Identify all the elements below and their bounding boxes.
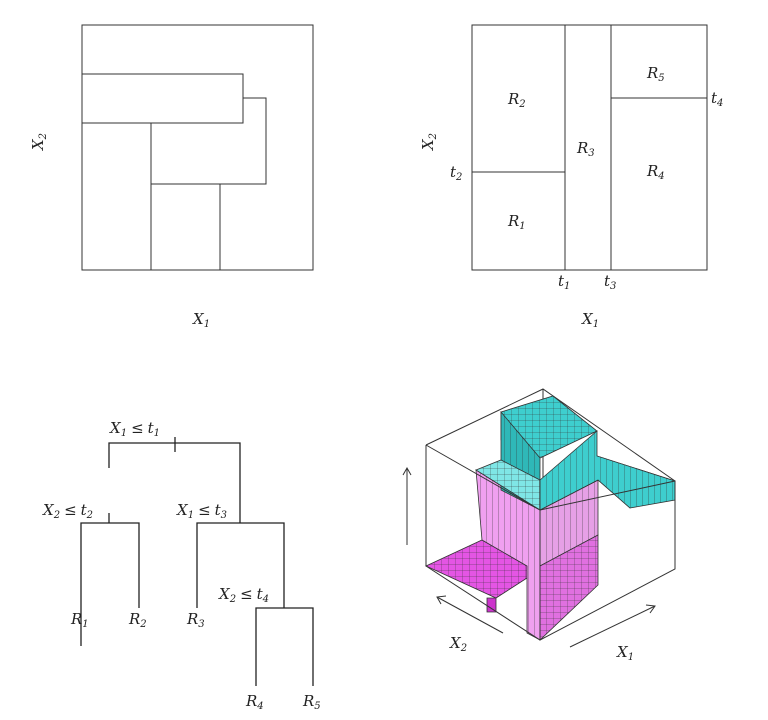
panel-a-frame	[81, 24, 314, 271]
tree-split-label-1: X1≤t1	[109, 419, 160, 439]
panel-a-partition: X1 X2	[29, 24, 314, 330]
surface-grid-front-base	[540, 535, 598, 640]
threshold-label-t1: t1	[558, 272, 570, 292]
panel-b-ylabel: X2	[419, 133, 439, 151]
surface-grid-low-floor	[426, 540, 527, 598]
surface-box-front-top-right	[539, 480, 676, 511]
region-label-r4: R4	[646, 162, 665, 182]
surface-arrow-x1	[569, 605, 656, 648]
surface-face-low-step	[486, 597, 497, 613]
threshold-label-t4: t4	[711, 89, 723, 109]
surface-plot: X2 X1	[402, 388, 676, 663]
tree-leaf-r3: R3	[186, 610, 205, 630]
tree-branch-x2-t2	[80, 522, 140, 646]
surface-arrowhead-x1	[645, 604, 656, 614]
tree-leaf-r1: R1	[70, 610, 89, 630]
threshold-label-t2: t2	[450, 163, 462, 183]
tree-branch-x2-t4	[255, 607, 314, 686]
surface-x1-label: X1	[616, 643, 634, 663]
surface-grid-right-drop	[540, 431, 675, 510]
panel-a-ylabel: X2	[29, 133, 49, 151]
region-label-r3: R3	[576, 139, 595, 159]
panel-a-box-right	[151, 97, 267, 185]
decision-tree: X1≤t1 X2≤t2 X1≤t3 X2≤t4 R1 R2 R3 R4 R5	[42, 419, 321, 712]
surface-grid-mid-step	[540, 480, 598, 566]
tree-split-label-3: X1≤t3	[176, 501, 227, 521]
panel-b-frame	[471, 24, 708, 271]
surface-arrow-x2	[436, 596, 504, 634]
region-label-r2: R2	[507, 90, 526, 110]
tree-split-label-4: X2≤t4	[218, 585, 269, 605]
region-label-r1: R1	[507, 212, 526, 232]
region-label-r5: R5	[646, 64, 665, 84]
surface-arrowhead-z	[402, 466, 412, 476]
tree-leaf-r4: R4	[245, 692, 264, 712]
threshold-label-t3: t3	[604, 272, 616, 292]
surface-box-front-top-left	[425, 444, 541, 511]
surface-arrowhead-x2	[436, 595, 447, 605]
panel-b-xlabel: X1	[581, 310, 599, 330]
tree-split-label-2: X2≤t2	[42, 501, 93, 521]
tree-branch-x1-t3	[196, 522, 285, 608]
panel-b-partition: R1 R2 R3 R4 R5 t1 t2 t3 t4 X1 X2	[419, 24, 723, 330]
surface-grid-mid-wall	[476, 470, 540, 640]
panel-a-xlabel: X1	[192, 310, 210, 330]
surface-x2-label: X2	[449, 634, 467, 654]
panel-a-box-top	[81, 73, 244, 124]
tree-leaf-r5: R5	[302, 692, 321, 712]
tree-leaf-r2: R2	[128, 610, 147, 630]
